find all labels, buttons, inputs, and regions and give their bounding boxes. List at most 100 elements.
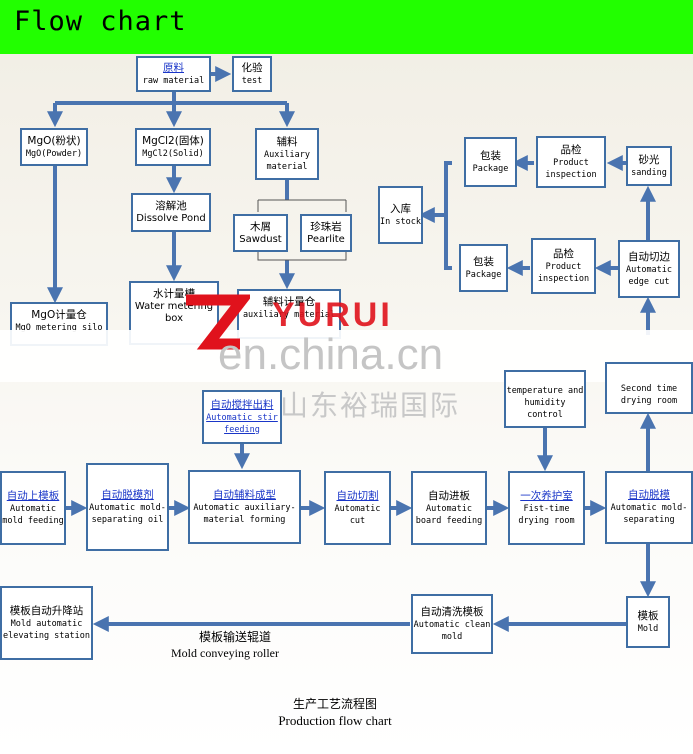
oil-cn: 自动脱模剂 (101, 488, 154, 501)
elevate-cn: 模板自动升降站 (9, 604, 84, 617)
package1-cn: 包装 (480, 149, 501, 162)
aux-meter-cn: 辅料计量仓 (262, 296, 316, 308)
elevating-station-box: 模板自动升降站 Mold automatic elevating station (0, 586, 93, 660)
caption-cn: 生产工艺流程图 (292, 697, 377, 711)
mgo-cn: MgO(粉状) (27, 134, 81, 147)
dissolve-pond-box: 溶解池 Dissolve Pond (131, 193, 211, 232)
instock-en: In stock (380, 216, 421, 227)
first-cn: 一次养护室 (520, 489, 573, 502)
board-feeding-box: 自动进板 Automatic board feeding (411, 471, 487, 545)
sawdust-box: 木屑 Sawdust (233, 214, 288, 252)
test-box: 化验 test (232, 56, 272, 92)
mgcl2-solid-box: MgCl2(固体) MgCl2(Solid) (135, 128, 211, 166)
test-cn: 化验 (241, 61, 263, 74)
package2-en: Package (465, 269, 502, 280)
package2-cn: 包装 (473, 255, 494, 268)
board-cn: 自动进板 (428, 489, 470, 502)
stir-en: Automatic stir feeding (206, 412, 278, 435)
mold-box: 模板 Mold (626, 596, 670, 648)
raw-material-box: 原料 raw material (136, 56, 211, 92)
watermark-site: en.china.cn (218, 330, 444, 379)
water-cn: 水计量槽 (153, 288, 195, 300)
sanding-box: 砂光 sanding (626, 146, 672, 186)
watermark-brand: YURUI (272, 296, 393, 334)
package-box-top: 包装 Package (464, 137, 517, 187)
inspect2-en: Product inspection (537, 261, 590, 284)
product-inspection-box-top: 品检 Product inspection (536, 136, 606, 188)
connector-packages (444, 161, 452, 270)
page-title: Flow chart (14, 6, 187, 37)
water-en: Water metering box (134, 301, 214, 324)
edge-cn: 自动切边 (628, 250, 670, 263)
auxiliary-forming-box: 自动辅料成型 Automatic auxiliary-material form… (188, 470, 301, 544)
pearlite-en: Pearlite (307, 233, 345, 245)
mold-cn: 模板 (637, 609, 659, 622)
sawdust-cn: 木屑 (250, 220, 271, 233)
raw-material-cn: 原料 (163, 61, 184, 74)
mold-feeding-box: 自动上模板 Automatic mold feeding (0, 471, 66, 545)
brand-logo-icon (186, 294, 250, 350)
in-stock-box: 入库 In stock (378, 186, 423, 244)
mold-separating-oil-box: 自动脱模剂 Automatic mold-separating oil (86, 463, 169, 551)
package-box-bottom: 包装 Package (459, 244, 508, 292)
oil-en: Automatic mold-separating oil (89, 502, 166, 525)
aux-cn: 辅料 (276, 135, 298, 148)
header-bar: Flow chart (0, 0, 693, 54)
clean-en: Automatic clean mold (413, 619, 491, 642)
sanding-en: sanding (631, 167, 667, 178)
instock-cn: 入库 (390, 202, 411, 215)
edge-en: Automatic edge cut (625, 264, 673, 287)
separate-en: Automatic mold-separating (610, 503, 688, 525)
dissolve-en: Dissolve Pond (136, 213, 206, 224)
bracket-bottom (257, 252, 347, 261)
stir-cn: 自动搅拌出料 (210, 398, 274, 411)
mgo-silo-cn: MgO计量仓 (31, 309, 87, 321)
cut-cn: 自动切割 (336, 489, 379, 502)
forming-cn: 自动辅料成型 (213, 488, 276, 501)
test-en: test (241, 75, 263, 86)
board-en: Automatic board feeding (415, 503, 483, 526)
pearlite-cn: 珍珠岩 (310, 220, 342, 233)
elevate-en: Mold automatic elevating station (3, 618, 90, 641)
second-drying-room-box: Second time drying room (605, 362, 693, 414)
roller-label-cn: 模板输送辊道 (198, 630, 271, 644)
mold-feed-cn: 自动上模板 (6, 489, 60, 502)
mold-en: Mold (637, 623, 659, 634)
mgo-powder-box: MgO(粉状) MgO(Powder) (20, 128, 88, 166)
mold-separating-box: 自动脱模 Automatic mold-separating (605, 471, 693, 544)
cut-en: Automatic cut (334, 503, 381, 526)
mgcl-cn: MgCl2(固体) (142, 134, 204, 147)
automatic-stir-feeding-box: 自动搅拌出料 Automatic stir feeding (202, 390, 282, 444)
product-inspection-box-bottom: 品检 Product inspection (531, 238, 596, 294)
aux-en: Auxiliary material (263, 149, 311, 172)
second-en: Second time drying room (620, 384, 678, 406)
forming-en: Automatic auxiliary-material forming (193, 502, 296, 525)
aux-meter-en: auxiliary material (242, 310, 336, 320)
automatic-cut-box: 自动切割 Automatic cut (324, 471, 391, 545)
dissolve-cn: 溶解池 (155, 200, 187, 212)
raw-material-en: raw material (142, 75, 205, 86)
auxiliary-material-box: 辅料 Auxiliary material (255, 128, 319, 180)
temperature-humidity-box: temperature and humidity control (504, 370, 586, 428)
watermark-company: 山东裕瑞国际 (280, 390, 461, 421)
roller-label-en: Mold conveying roller (171, 646, 279, 660)
separate-cn: 自动脱模 (628, 489, 670, 501)
inspect1-en: Product inspection (545, 157, 597, 180)
inspect1-cn: 品检 (560, 143, 582, 156)
sanding-cn: 砂光 (638, 153, 660, 166)
mgo-silo-en: MgO metering silo (15, 323, 103, 333)
first-en: Fist-time drying room (518, 503, 575, 526)
edge-cut-box: 自动切边 Automatic edge cut (618, 240, 680, 298)
mgo-en: MgO(Powder) (25, 148, 83, 159)
first-drying-room-box: 一次养护室 Fist-time drying room (508, 471, 585, 545)
mold-feed-en: Automatic mold feeding (2, 503, 64, 526)
mgcl-en: MgCl2(Solid) (142, 148, 204, 159)
pearlite-box: 珍珠岩 Pearlite (300, 214, 352, 252)
temp-en: temperature and humidity control (506, 386, 584, 420)
clean-cn: 自动清洗模板 (420, 605, 484, 618)
sawdust-en: Sawdust (239, 233, 282, 245)
package1-en: Package (472, 163, 509, 174)
clean-mold-box: 自动清洗模板 Automatic clean mold (411, 594, 493, 654)
caption-en: Production flow chart (278, 713, 392, 728)
